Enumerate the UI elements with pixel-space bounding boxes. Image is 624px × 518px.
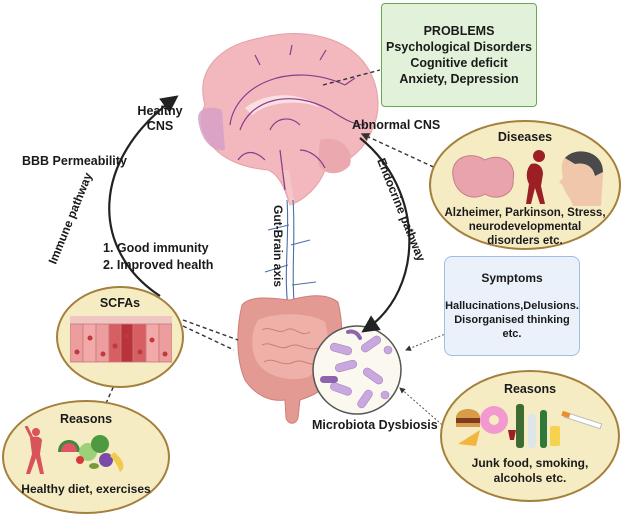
bottles-icon [516, 404, 560, 448]
problems-line: Cognitive deficit [410, 56, 508, 70]
diseases-title: Diseases [497, 130, 553, 144]
benefits-list: 1. Good immunity 2. Improved health [103, 240, 213, 274]
problems-title: PROBLEMS [423, 24, 495, 38]
microbiota-dysbiosis-label: Microbiota Dysbiosis [312, 418, 438, 432]
junk-food-illustration [456, 404, 603, 448]
stooped-person-icon [526, 150, 545, 204]
reasons-healthy-text: Healthy diet, exercises [21, 482, 151, 496]
diseases-text: Alzheimer, Parkinson, Stress, neurodevel… [444, 207, 606, 247]
symptoms-title: Symptoms [481, 271, 543, 285]
man-profile-icon [559, 151, 603, 206]
brain-lobe-highlight [198, 107, 225, 151]
donut-icon [480, 406, 508, 434]
reasons-junk-title: Reasons [503, 382, 557, 396]
reasons-healthy-title: Reasons [59, 412, 113, 426]
abnormal-cns-label: Abnormal CNS [352, 118, 441, 132]
cigarette-icon [561, 410, 603, 430]
scfas-to-gut-connector-1 [182, 319, 239, 341]
microbiota-circle [312, 325, 402, 415]
diseases-to-abnormal-cns-arrow [360, 133, 441, 171]
benefit-item: 2. Improved health [103, 258, 214, 272]
epithelial-cells-illustration [70, 316, 172, 363]
intestines-illustration [237, 295, 343, 424]
healthy-lifestyle-illustration [24, 426, 124, 474]
problems-box: PROBLEMS Psychological Disorders Cogniti… [381, 3, 537, 107]
brain-illustration [198, 33, 379, 206]
reasons-junk-ellipse: Reasons Junk food, smoking, alcohols etc… [440, 370, 620, 502]
healthy-cns-label: Healthy CNS [137, 104, 183, 133]
brain-to-problems-connector [322, 69, 381, 86]
exercising-person-icon [24, 426, 44, 474]
endocrine-pathway-arrow [359, 137, 411, 333]
brain-nerves [229, 44, 366, 191]
wine-glass-icon [508, 430, 516, 440]
gut-brain-axis-label: Gut-Brain axis [271, 205, 285, 288]
problems-line: Anxiety, Depression [399, 72, 519, 86]
burger-icon [456, 409, 480, 427]
problems-line: Psychological Disorders [386, 40, 532, 54]
scfas-to-gut-connector-2 [182, 325, 235, 351]
scfas-ellipse: SCFAs [56, 286, 184, 388]
benefit-item: 1. Good immunity [103, 241, 209, 255]
reasons-junk-text: Junk food, smoking, alcohols etc. [471, 456, 589, 485]
bbb-permeability-label: BBB Permeability [22, 154, 127, 168]
diseases-ellipse: Diseases Alzheimer, Parkinson, Stress, n… [429, 120, 621, 250]
symptoms-line: Hallucinations,Delusions. [445, 300, 579, 312]
symptoms-box: Symptoms Hallucinations,Delusions. Disor… [444, 256, 580, 356]
cerebellum [318, 138, 351, 174]
diseased-brain-icon [452, 155, 515, 198]
immune-pathway-arrow [108, 95, 179, 297]
pizza-icon [458, 430, 480, 446]
fruits-vegetables-icon [58, 435, 124, 472]
reasons-healthy-ellipse: Reasons Healthy diet, exercises [2, 400, 170, 514]
symptoms-line: etc. [502, 328, 522, 340]
symptoms-line: Disorganised thinking [454, 314, 570, 326]
reasons-to-microbiota-arrow [399, 387, 449, 431]
diseases-illustration [452, 150, 603, 206]
scfas-title: SCFAs [99, 296, 141, 310]
